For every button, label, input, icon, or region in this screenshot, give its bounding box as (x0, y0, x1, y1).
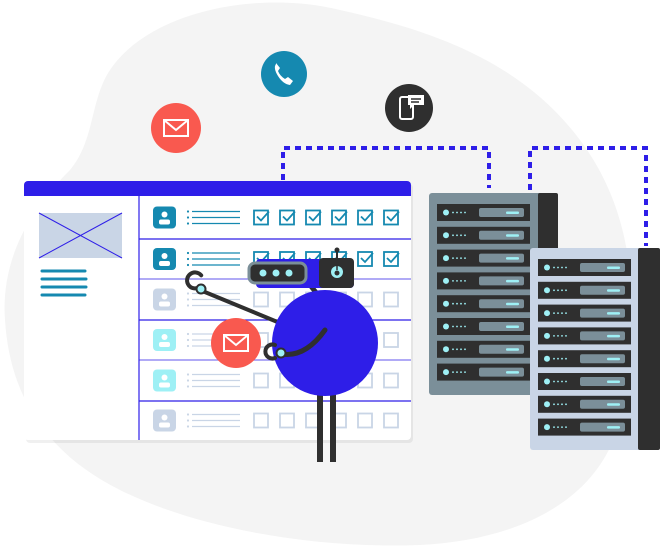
avatar-icon (153, 329, 176, 351)
checkbox[interactable] (253, 372, 269, 389)
check-icon (256, 210, 270, 222)
check-icon (334, 210, 348, 222)
status-led (544, 401, 550, 408)
status-led (443, 232, 449, 239)
checkbox[interactable] (383, 209, 400, 226)
server-slot (437, 340, 530, 358)
robot-joint (195, 283, 207, 295)
checkbox[interactable] (383, 332, 399, 348)
robot-leg (317, 392, 323, 462)
status-led (443, 277, 449, 284)
checkbox[interactable] (383, 372, 399, 389)
window-header-bar (24, 181, 411, 196)
checkbox[interactable] (305, 209, 322, 226)
server-slot (538, 304, 631, 322)
server-slot (538, 418, 631, 436)
checkbox[interactable] (383, 251, 400, 267)
status-led (443, 255, 449, 262)
status-led (443, 323, 449, 330)
checkbox[interactable] (357, 209, 374, 226)
connector-line (281, 146, 491, 188)
server-slot (437, 272, 530, 290)
mobile-chat-icon (385, 84, 433, 132)
table-row (153, 206, 400, 229)
server-slot (437, 226, 530, 244)
checkbox[interactable] (253, 209, 270, 226)
sidebar-text-lines (40, 269, 88, 297)
checkbox[interactable] (383, 412, 399, 429)
row-text-lines (186, 210, 240, 225)
server-slot (538, 373, 631, 390)
server-slot (437, 318, 530, 335)
robot-joint (275, 347, 287, 359)
checkbox[interactable] (253, 291, 269, 308)
server-slot (538, 350, 631, 368)
status-led (443, 346, 449, 353)
avatar-icon (153, 288, 176, 311)
status-led (544, 310, 550, 317)
robot-claw (263, 342, 277, 361)
checkbox[interactable] (357, 251, 374, 267)
row-text-lines (186, 292, 240, 307)
checkbox[interactable] (331, 209, 348, 226)
phone-icon (261, 51, 307, 97)
checkbox[interactable] (357, 291, 373, 308)
status-led (544, 424, 550, 431)
checkbox[interactable] (253, 412, 269, 429)
checkbox[interactable] (357, 412, 373, 429)
status-led (443, 300, 449, 307)
status-led (544, 287, 550, 294)
server-slot (437, 204, 530, 221)
check-icon (282, 210, 296, 222)
row-text-lines (186, 373, 240, 388)
server-slot (437, 295, 530, 313)
table-row (139, 400, 411, 432)
server-rack-right (530, 248, 660, 450)
status-led (544, 264, 550, 271)
checkbox[interactable] (279, 412, 295, 429)
avatar-icon (153, 248, 176, 270)
checkbox[interactable] (383, 291, 399, 308)
avatar-icon (153, 369, 176, 392)
email-icon (211, 318, 261, 368)
check-icon (386, 210, 400, 222)
connector-line (528, 146, 648, 246)
check-icon (386, 252, 400, 264)
checkbox[interactable] (279, 209, 296, 226)
status-led (544, 332, 550, 339)
status-led (544, 378, 550, 385)
server-slot (538, 327, 631, 345)
status-led (443, 209, 449, 216)
server-slot (437, 249, 530, 267)
robot-leg (330, 392, 336, 462)
server-slot (538, 281, 631, 299)
server-slot (538, 259, 631, 276)
server-slot (538, 395, 631, 413)
server-slot (437, 363, 530, 381)
robot-body (272, 290, 378, 396)
status-led (544, 355, 550, 362)
robot-illustration (185, 247, 378, 462)
avatar-icon (153, 409, 176, 432)
check-icon (360, 210, 374, 222)
row-text-lines (186, 413, 240, 428)
status-led (443, 369, 449, 376)
row-text-lines (186, 251, 240, 267)
image-placeholder (38, 212, 123, 259)
check-icon (308, 210, 322, 222)
email-icon (151, 103, 201, 153)
avatar-icon (153, 206, 176, 229)
check-icon (360, 252, 374, 264)
